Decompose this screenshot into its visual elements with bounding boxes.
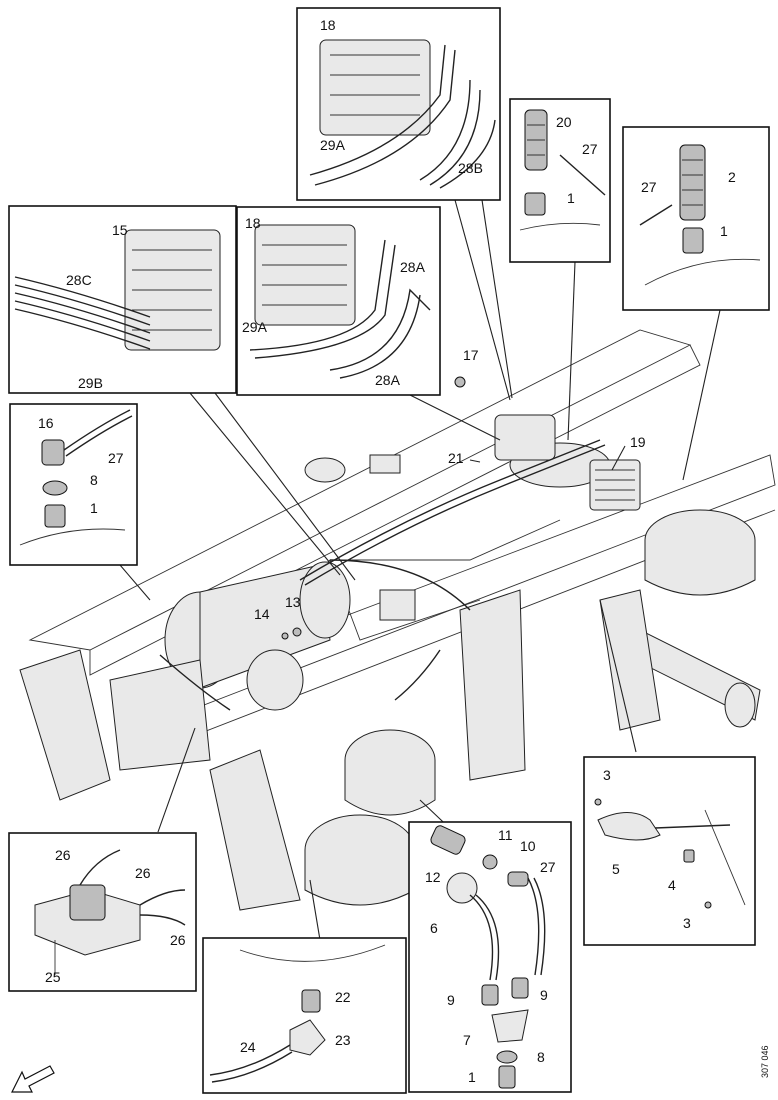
inset-valve-25 bbox=[8, 832, 197, 992]
inset-linkage bbox=[583, 756, 756, 946]
callout-9: 9 bbox=[540, 987, 548, 1003]
inset-sensor-16 bbox=[9, 403, 138, 566]
callout-11: 11 bbox=[498, 827, 513, 843]
callout-6: 6 bbox=[430, 920, 438, 936]
callout-29b: 29B bbox=[78, 375, 103, 391]
inset-valve-harness-mid bbox=[236, 206, 441, 396]
callout-26: 26 bbox=[170, 932, 186, 948]
callout-27: 27 bbox=[108, 450, 124, 466]
callout-18: 18 bbox=[245, 215, 261, 231]
callout-1: 1 bbox=[90, 500, 98, 516]
callout-20: 20 bbox=[556, 114, 572, 130]
callout-18: 18 bbox=[320, 17, 336, 33]
inset-valve-harness-left bbox=[8, 205, 237, 394]
callout-28a: 28A bbox=[400, 259, 426, 275]
callout-28a: 28A bbox=[375, 372, 401, 388]
front-direction-arrow-icon bbox=[11, 1065, 55, 1093]
callout-8: 8 bbox=[537, 1049, 545, 1065]
callout-10: 10 bbox=[520, 838, 536, 854]
callout-labels: 18 29A 28B 20 27 1 2 27 1 18 28A 29A 28A… bbox=[38, 17, 736, 1085]
callout-25: 25 bbox=[45, 969, 61, 985]
callout-21: 21 bbox=[448, 450, 464, 466]
callout-15: 15 bbox=[112, 222, 128, 238]
callout-1: 1 bbox=[468, 1069, 476, 1085]
callout-26: 26 bbox=[55, 847, 71, 863]
leader-lines bbox=[119, 199, 721, 941]
callout-26: 26 bbox=[135, 865, 151, 881]
callout-22: 22 bbox=[335, 989, 351, 1005]
callout-13: 13 bbox=[285, 594, 301, 610]
inset-sensor-exploded bbox=[408, 821, 572, 1093]
callout-29a: 29A bbox=[242, 319, 268, 335]
callout-8: 8 bbox=[90, 472, 98, 488]
callout-7: 7 bbox=[463, 1032, 471, 1048]
callout-9: 9 bbox=[447, 992, 455, 1008]
callout-3: 3 bbox=[683, 915, 691, 931]
chassis-drawing bbox=[19, 329, 776, 911]
callout-27: 27 bbox=[641, 179, 657, 195]
callout-3: 3 bbox=[603, 767, 611, 783]
callout-27: 27 bbox=[582, 141, 598, 157]
callout-23: 23 bbox=[335, 1032, 351, 1048]
callout-14: 14 bbox=[254, 606, 270, 622]
callout-28c: 28C bbox=[66, 272, 92, 288]
callout-19: 19 bbox=[630, 434, 646, 450]
callout-27: 27 bbox=[540, 859, 556, 875]
callout-5: 5 bbox=[612, 861, 620, 877]
callout-4: 4 bbox=[668, 877, 676, 893]
callout-29a: 29A bbox=[320, 137, 346, 153]
callout-24: 24 bbox=[240, 1039, 256, 1055]
inset-sensor-2 bbox=[622, 126, 770, 311]
callout-28b: 28B bbox=[458, 160, 483, 176]
callout-1: 1 bbox=[720, 223, 728, 239]
callout-2: 2 bbox=[728, 169, 736, 185]
callout-1: 1 bbox=[567, 190, 575, 206]
callout-17: 17 bbox=[463, 347, 479, 363]
callout-16: 16 bbox=[38, 415, 54, 431]
callout-12: 12 bbox=[425, 869, 441, 885]
inset-valve-harness-top bbox=[296, 7, 501, 201]
figure-code: 307 046 bbox=[760, 1045, 770, 1078]
inset-sensor-22 bbox=[202, 937, 407, 1094]
inset-sensor-20 bbox=[509, 98, 611, 263]
